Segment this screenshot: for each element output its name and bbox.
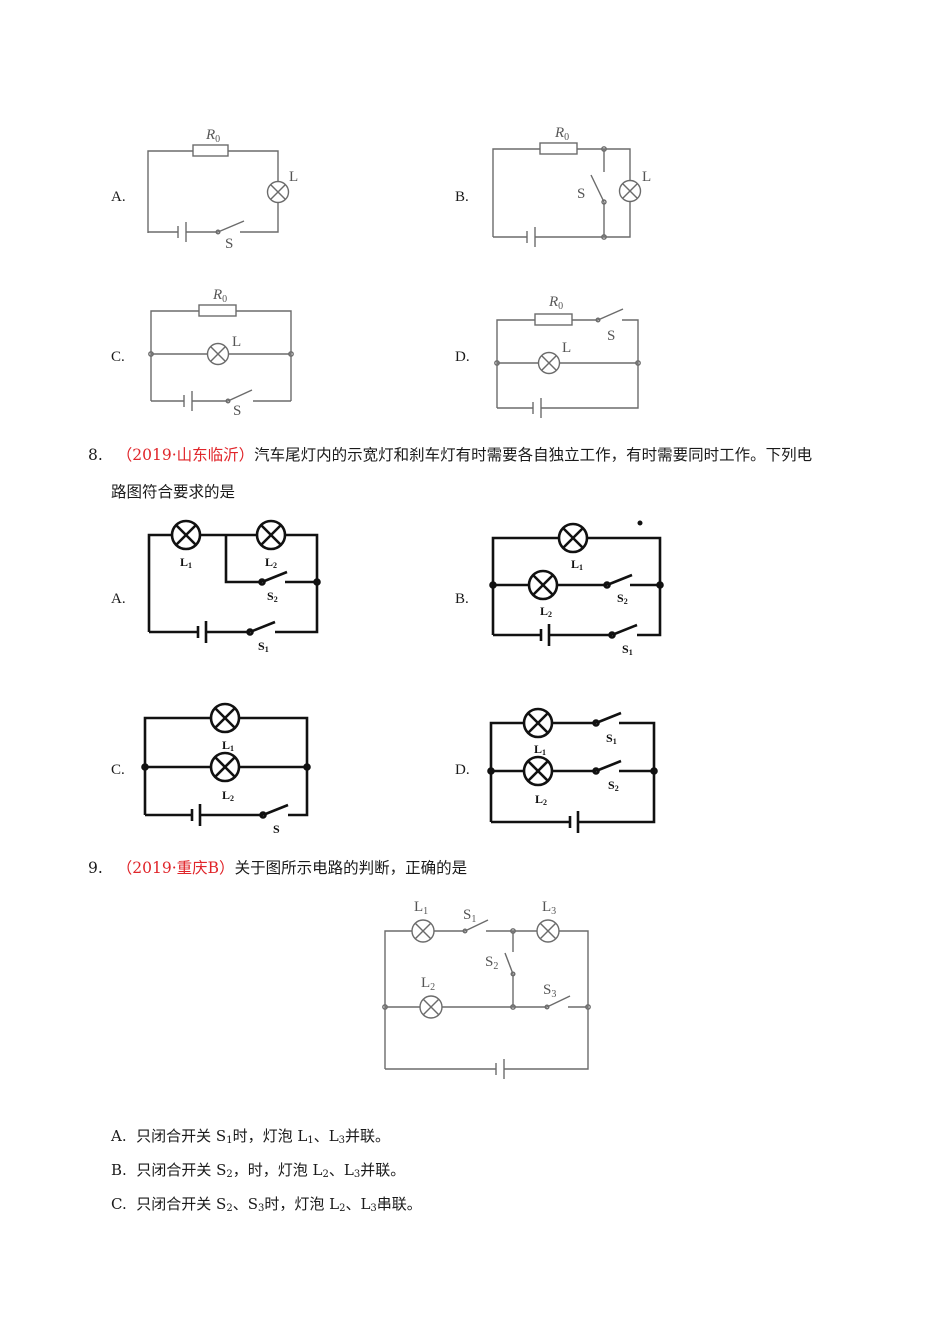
q9-answer-c[interactable]: C. 只闭合开关 S2、S3时，灯泡 L2、L3串联。	[111, 1195, 422, 1214]
q9-answer-a[interactable]: A. 只闭合开关 S1时，灯泡 L1、L3并联。	[111, 1127, 391, 1146]
q8-option-d[interactable]: D.	[455, 762, 470, 778]
q9-answer-b[interactable]: B. 只闭合开关 S2，时，灯泡 L2、L3并联。	[111, 1161, 406, 1180]
svg-text:R0: R0	[548, 294, 563, 312]
svg-text:S3: S3	[543, 982, 556, 1000]
svg-text:S2: S2	[485, 954, 498, 972]
svg-text:R0: R0	[212, 287, 227, 305]
svg-text:L1: L1	[180, 555, 192, 570]
svg-text:S1: S1	[258, 639, 269, 654]
q8-option-b[interactable]: B.	[455, 591, 469, 607]
q7-option-c[interactable]: C.	[111, 349, 125, 365]
svg-text:R0: R0	[554, 125, 569, 143]
q8-source: （2019·山东临沂）	[116, 446, 255, 464]
svg-text:S1: S1	[622, 642, 633, 657]
svg-text:L: L	[562, 340, 571, 356]
svg-text:L: L	[289, 169, 298, 185]
q8-text-line1: 8. （2019·山东临沂）汽车尾灯内的示宽灯和刹车灯有时需要各自独立工作，有时需…	[88, 445, 812, 465]
svg-text:S2: S2	[267, 589, 278, 604]
q7-option-b[interactable]: B.	[455, 189, 469, 205]
q9-text: 9. （2019·重庆B）关于图所示电路的判断，正确的是	[88, 858, 467, 878]
q8-number: 8.	[88, 446, 103, 464]
q8-option-a[interactable]: A.	[111, 591, 126, 607]
svg-text:S: S	[577, 186, 585, 202]
svg-text:L1: L1	[414, 899, 428, 917]
q9-source: （2019·重庆B）	[116, 859, 235, 877]
svg-text:L3: L3	[542, 899, 556, 917]
q8-stem-1: 汽车尾灯内的示宽灯和刹车灯有时需要各自独立工作，有时需要同时工作。下列电	[254, 446, 813, 464]
svg-text:S1: S1	[606, 731, 617, 746]
svg-text:L: L	[232, 334, 241, 350]
svg-text:L: L	[642, 169, 651, 185]
svg-text:S: S	[273, 822, 280, 836]
svg-text:S: S	[607, 328, 615, 344]
svg-text:S2: S2	[608, 778, 619, 793]
svg-text:L2: L2	[540, 604, 552, 619]
svg-text:S: S	[233, 403, 241, 419]
svg-text:L1: L1	[571, 557, 583, 572]
svg-text:S: S	[225, 236, 233, 252]
svg-text:L2: L2	[535, 792, 547, 807]
svg-text:L1: L1	[534, 742, 546, 757]
q9-stem: 关于图所示电路的判断，正确的是	[234, 859, 468, 877]
q8-option-c[interactable]: C.	[111, 762, 125, 778]
svg-text:S2: S2	[617, 591, 628, 606]
q7-option-a[interactable]: A.	[111, 189, 126, 205]
svg-text:R0: R0	[205, 127, 220, 145]
svg-text:L1: L1	[222, 738, 234, 753]
svg-text:L2: L2	[222, 788, 234, 803]
svg-text:L2: L2	[265, 555, 277, 570]
svg-text:S1: S1	[463, 907, 476, 925]
q7-option-d[interactable]: D.	[455, 349, 470, 365]
q8-stem-2: 路图符合要求的是	[111, 483, 236, 501]
q9-number: 9.	[88, 859, 103, 877]
svg-text:L2: L2	[421, 975, 435, 993]
